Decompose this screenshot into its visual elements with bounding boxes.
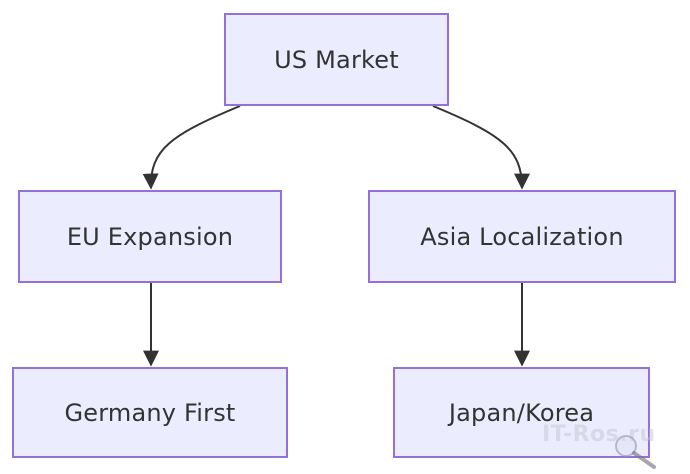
edge-us-to-eu [142, 105, 241, 190]
node-asia-localization: Asia Localization [368, 190, 676, 283]
edge-us-to-asia [432, 105, 530, 190]
node-label: Japan/Korea [448, 398, 595, 427]
node-label: Germany First [64, 398, 236, 427]
node-us-market: US Market [224, 13, 449, 106]
node-label: Asia Localization [420, 222, 624, 251]
node-japan-korea: Japan/Korea [393, 367, 650, 458]
node-eu-expansion: EU Expansion [18, 190, 282, 283]
node-label: EU Expansion [66, 222, 234, 251]
node-label: US Market [274, 45, 399, 74]
node-germany-first: Germany First [12, 367, 288, 458]
magnifier-icon [615, 435, 656, 469]
watermark: IT-Ros.ru [536, 420, 686, 470]
